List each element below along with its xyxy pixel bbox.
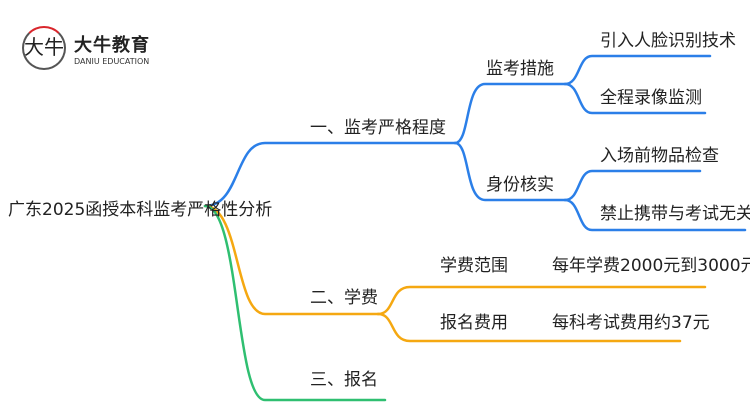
connector-orange — [376, 312, 682, 343]
leaf-node[interactable]: 每年学费2000元到3000元 — [552, 256, 750, 276]
branch-node[interactable]: 三、报名 — [310, 370, 378, 390]
root-node[interactable]: 广东2025函授本科监考严格性分析 — [8, 200, 273, 220]
child-node[interactable]: 监考措施 — [486, 59, 554, 79]
connector-blue — [563, 169, 702, 202]
connector-blue — [453, 141, 567, 202]
connector-blue — [563, 54, 712, 86]
logo-subtitle: DANIU EDUCATION — [74, 56, 150, 66]
connector-green — [203, 204, 387, 402]
branch-node[interactable]: 一、监考严格程度 — [310, 118, 446, 138]
child-node[interactable]: 身份核实 — [486, 175, 554, 195]
logo-name: 大牛教育 — [74, 34, 150, 56]
leaf-node[interactable]: 全程录像监测 — [600, 88, 702, 108]
branch-node[interactable]: 二、学费 — [310, 288, 378, 308]
connector-blue — [563, 198, 747, 232]
connector-orange — [376, 285, 707, 316]
child-node[interactable]: 报名费用 — [440, 313, 508, 333]
leaf-node[interactable]: 每科考试费用约37元 — [552, 313, 710, 333]
connector-blue — [453, 82, 567, 145]
child-node[interactable]: 学费范围 — [440, 256, 508, 276]
logo-mark-icon: 大牛 — [22, 26, 66, 70]
connector-blue — [563, 82, 707, 115]
leaf-node[interactable]: 入场前物品检查 — [600, 146, 719, 166]
connector-orange — [203, 204, 380, 316]
connector-blue — [203, 141, 457, 208]
leaf-node[interactable]: 引入人脸识别技术 — [600, 31, 736, 51]
leaf-node[interactable]: 禁止携带与考试无关物品 — [600, 204, 750, 224]
